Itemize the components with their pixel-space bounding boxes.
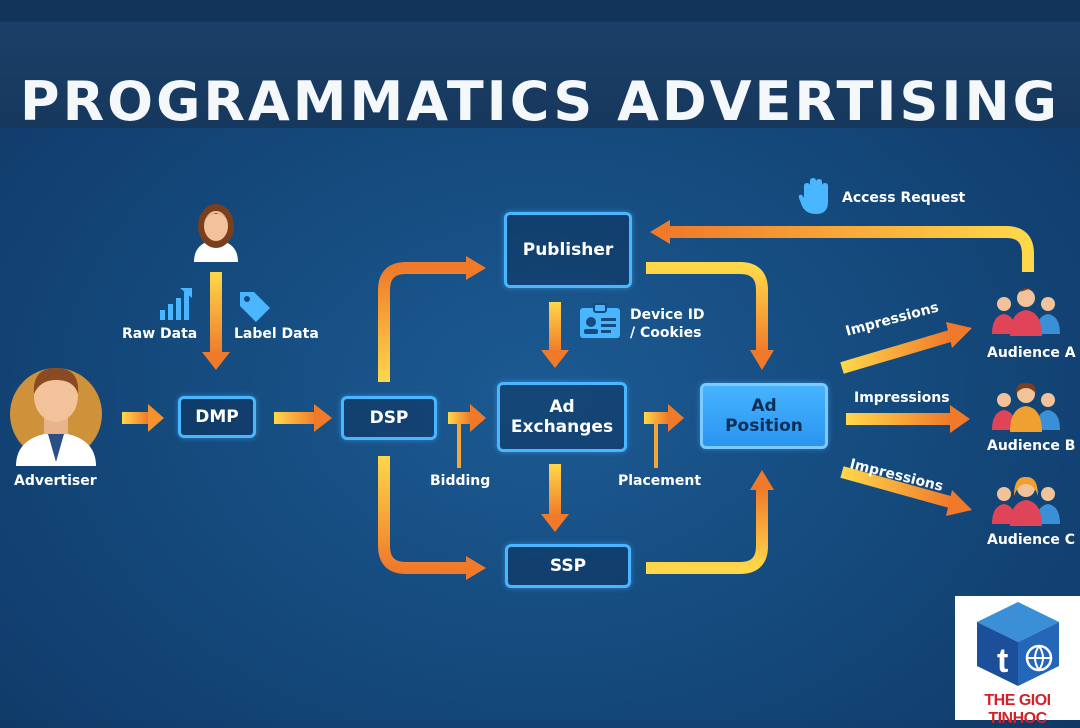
dsp-label: DSP <box>369 408 409 428</box>
arrow-access-request <box>650 220 1034 272</box>
access-request-label: Access Request <box>842 190 966 206</box>
device-id-label-2: / Cookies <box>630 325 702 341</box>
arrow-dsp-publisher <box>378 256 486 382</box>
brand-logo: t THE GIOI TINHOC <box>955 596 1080 727</box>
ad-position-box: Ad Position <box>700 383 828 449</box>
arrow-adexchanges-ssp <box>541 464 569 532</box>
arrow-impressions-a <box>840 322 972 374</box>
people-group-icon <box>992 382 1060 432</box>
svg-text:t: t <box>997 642 1008 680</box>
audience-a-label: Audience A <box>987 345 1076 361</box>
tag-icon <box>240 292 270 322</box>
people-group-icon <box>992 476 1060 526</box>
dmp-label: DMP <box>195 407 239 427</box>
id-card-icon <box>580 303 620 338</box>
businessman-avatar-icon <box>10 368 102 466</box>
label-data-label: Label Data <box>234 326 319 342</box>
ad-exchanges-label-1: Ad <box>549 397 575 417</box>
ad-exchanges-box: Ad Exchanges <box>497 382 627 452</box>
placement-label: Placement <box>618 473 702 489</box>
publisher-box: Publisher <box>504 212 632 288</box>
cube-logo-icon: t <box>977 602 1059 686</box>
arrow-impressions-c <box>840 466 972 516</box>
arrow-dsp-ssp <box>378 456 486 580</box>
arrow-advertiser-dmp <box>122 404 164 432</box>
impressions-label-b: Impressions <box>854 390 950 406</box>
dsp-box: DSP <box>341 396 437 440</box>
ad-exchanges-label-2: Exchanges <box>510 417 614 437</box>
arrow-ssp-adposition <box>646 470 774 574</box>
arrow-publisher-adexchanges <box>541 302 569 368</box>
ssp-box: SSP <box>505 544 631 588</box>
publisher-label: Publisher <box>522 240 614 260</box>
woman-avatar-icon <box>194 204 238 262</box>
arrow-adexchanges-adposition <box>644 404 684 468</box>
people-group-icon <box>992 288 1060 336</box>
arrow-publisher-adposition <box>646 262 774 370</box>
advertiser-label: Advertiser <box>14 473 97 489</box>
bar-chart-icon <box>160 288 192 320</box>
ad-position-label-2: Position <box>725 416 803 436</box>
audience-b-label: Audience B <box>987 438 1076 454</box>
hand-stop-icon <box>798 178 828 214</box>
title-banner: PROGRAMMATICS ADVERTISING <box>0 0 1080 133</box>
logo-text: THE GIOI TINHOC <box>984 692 1051 727</box>
ad-position-label-1: Ad <box>751 396 777 416</box>
bidding-label: Bidding <box>430 473 491 489</box>
audience-c-label: Audience C <box>987 532 1076 548</box>
raw-data-label: Raw Data <box>122 326 198 342</box>
arrow-dmp-dsp <box>274 404 332 432</box>
arrow-dsp-adexchanges <box>448 404 486 468</box>
page-title: PROGRAMMATICS ADVERTISING <box>20 70 1060 133</box>
arrow-impressions-b <box>846 405 970 433</box>
device-id-label-1: Device ID <box>630 307 705 323</box>
arrow-data-dmp <box>202 272 230 370</box>
ssp-label: SSP <box>549 556 587 576</box>
dmp-box: DMP <box>178 396 256 438</box>
